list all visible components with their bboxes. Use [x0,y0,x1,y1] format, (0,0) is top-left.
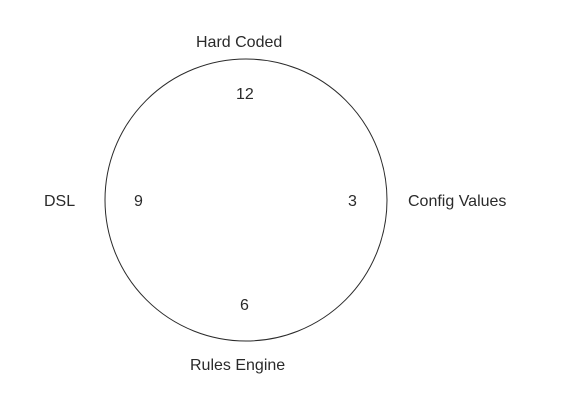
label-top: Hard Coded [196,34,283,51]
clock-number-3: 3 [348,193,357,210]
clock-number-6: 6 [240,297,249,314]
label-right: Config Values [408,193,507,210]
label-left: DSL [44,193,76,210]
clock-number-12: 12 [236,86,254,103]
clock-number-9: 9 [134,193,143,210]
label-bottom: Rules Engine [190,357,286,374]
clock-circle [104,58,388,342]
